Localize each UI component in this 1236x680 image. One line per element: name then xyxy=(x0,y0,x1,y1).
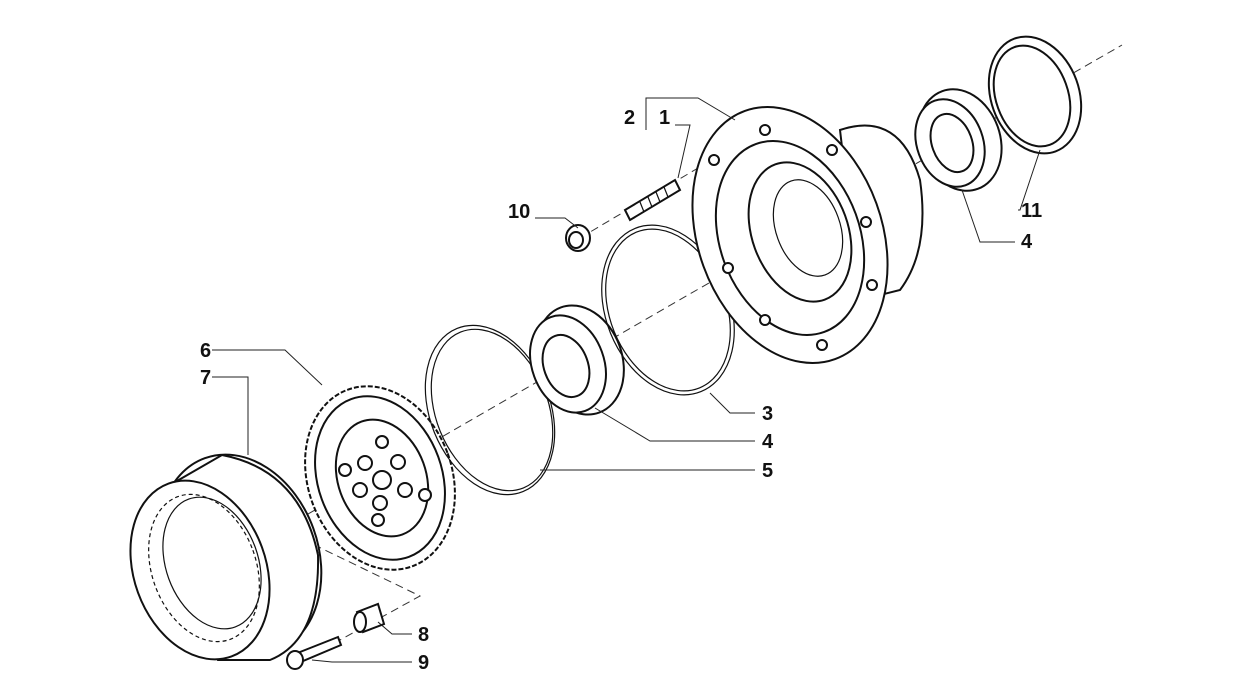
callout-1: 1 xyxy=(659,107,670,129)
callout-5: 5 xyxy=(762,460,773,482)
leader-8 xyxy=(377,621,412,635)
callout-9: 9 xyxy=(418,652,429,674)
wheel-nut xyxy=(565,224,591,252)
leader-9 xyxy=(311,659,412,663)
toothed-carrier-disc xyxy=(304,385,456,571)
callout-4-rear: 4 xyxy=(1021,231,1033,253)
wheel-hub xyxy=(691,106,924,364)
callout-8: 8 xyxy=(418,624,429,646)
leader-10 xyxy=(535,217,579,229)
callout-7: 7 xyxy=(200,367,211,389)
callout-11: 11 xyxy=(1021,200,1042,222)
taper-bearing-front xyxy=(529,304,625,416)
leader-6 xyxy=(212,349,323,386)
leader-11 xyxy=(1018,149,1041,211)
bolt xyxy=(286,635,343,670)
callout-3: 3 xyxy=(762,403,773,425)
callout-10: 10 xyxy=(508,201,530,223)
callout-6: 6 xyxy=(200,340,211,362)
leader-4a xyxy=(594,407,755,442)
callout-2: 2 xyxy=(624,107,635,129)
taper-bearing-rear xyxy=(914,88,1003,192)
leader-2 xyxy=(645,97,736,130)
leader-4b xyxy=(961,189,1015,243)
callout-4-front: 4 xyxy=(762,431,774,453)
bushing xyxy=(353,602,386,634)
oil-seal xyxy=(987,35,1083,155)
leader-1 xyxy=(675,124,691,179)
wheel-stud xyxy=(623,178,682,222)
assembly-axis xyxy=(149,44,1123,606)
leader-7 xyxy=(212,376,249,455)
ring-gear xyxy=(129,453,323,661)
leader-3 xyxy=(709,392,755,414)
